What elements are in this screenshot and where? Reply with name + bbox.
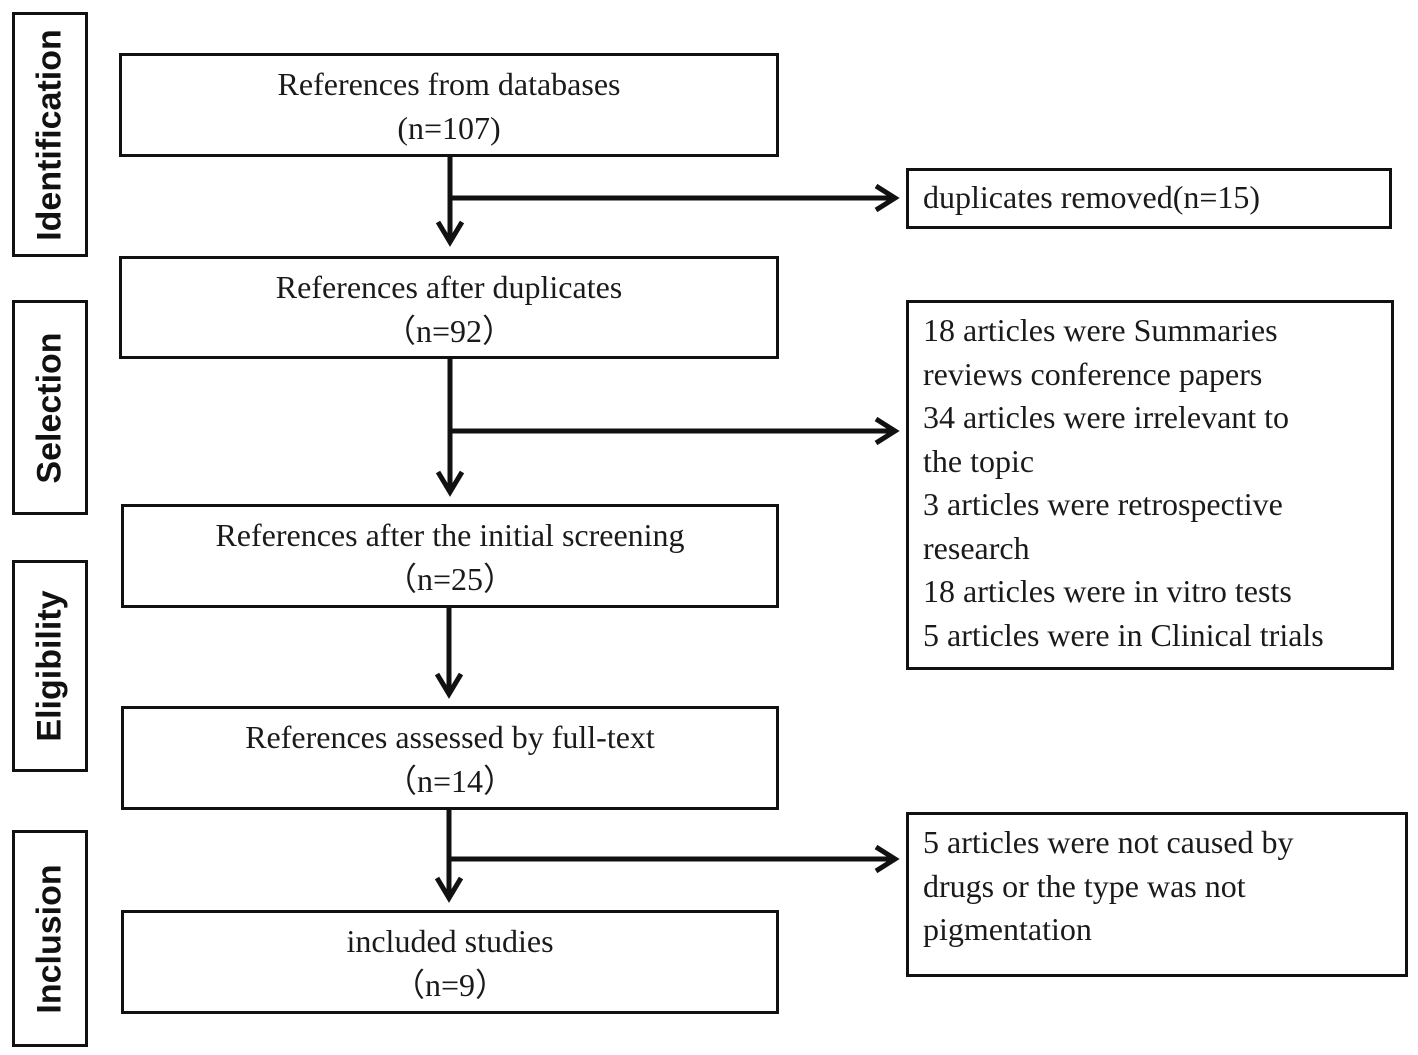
stage-label: Selection bbox=[30, 331, 69, 484]
exclusion-line: 3 articles were retrospective bbox=[923, 486, 1283, 522]
stage-inclusion: Inclusion bbox=[12, 830, 88, 1047]
box-title: included studies bbox=[346, 923, 554, 959]
stage-label: Inclusion bbox=[30, 863, 69, 1014]
stage-identification: Identification bbox=[12, 12, 88, 257]
stage-selection: Selection bbox=[12, 300, 88, 515]
exclusion-line: 18 articles were in vitro tests bbox=[923, 573, 1292, 609]
stage-eligibility: Eligibility bbox=[12, 560, 88, 772]
flow-arrowhead bbox=[435, 470, 465, 497]
exclusion-line: the topic bbox=[923, 442, 1035, 479]
box-title: References assessed by full-text bbox=[245, 719, 655, 755]
stage-label: Identification bbox=[30, 28, 69, 241]
flow-arrowhead bbox=[435, 220, 465, 247]
exclusion-arrowhead bbox=[874, 416, 900, 446]
box-title: References after the initial screening bbox=[215, 517, 685, 553]
box-count: （n=9） bbox=[392, 967, 508, 1003]
box-fulltext-exclusions: 5 articles were not caused by drugs or t… bbox=[906, 812, 1408, 977]
flow-arrowhead bbox=[434, 672, 464, 699]
box-count: (n=107) bbox=[397, 110, 501, 146]
box-references-from-databases: References from databases (n=107) bbox=[119, 53, 779, 157]
exclusion-line: research bbox=[923, 529, 1030, 566]
box-references-after-duplicates: References after duplicates （n=92） bbox=[119, 256, 779, 359]
exclusion-line: 34 articles were irrelevant to bbox=[923, 399, 1290, 435]
exclusion-arrowhead bbox=[874, 844, 900, 874]
exclusion-line: 5 articles were not caused by bbox=[923, 824, 1294, 860]
exclusion-arrowhead bbox=[874, 183, 900, 213]
flow-arrowhead bbox=[434, 876, 464, 903]
box-screening-exclusions: 18 articles were Summaries reviews confe… bbox=[906, 300, 1394, 670]
box-references-after-initial-screening: References after the initial screening （… bbox=[121, 504, 779, 608]
box-references-assessed-full-text: References assessed by full-text （n=14） bbox=[121, 706, 779, 810]
box-title: References from databases bbox=[277, 66, 621, 102]
box-count: （n=92） bbox=[383, 312, 515, 349]
box-count: （n=14） bbox=[384, 763, 516, 799]
exclusion-line: drugs or the type was not bbox=[923, 867, 1246, 904]
exclusion-line: 18 articles were Summaries bbox=[923, 312, 1278, 348]
exclusion-line: pigmentation bbox=[923, 911, 1092, 947]
box-title: References after duplicates bbox=[275, 268, 623, 305]
box-included-studies: included studies （n=9） bbox=[121, 910, 779, 1014]
exclusion-line: 5 articles were in Clinical trials bbox=[923, 616, 1324, 653]
box-duplicates-removed: duplicates removed(n=15) bbox=[906, 168, 1392, 229]
exclusion-line: reviews conference papers bbox=[923, 355, 1263, 392]
box-count: （n=25） bbox=[384, 561, 516, 597]
exclusion-line: duplicates removed(n=15) bbox=[923, 179, 1261, 215]
stage-label: Eligibility bbox=[30, 590, 69, 742]
